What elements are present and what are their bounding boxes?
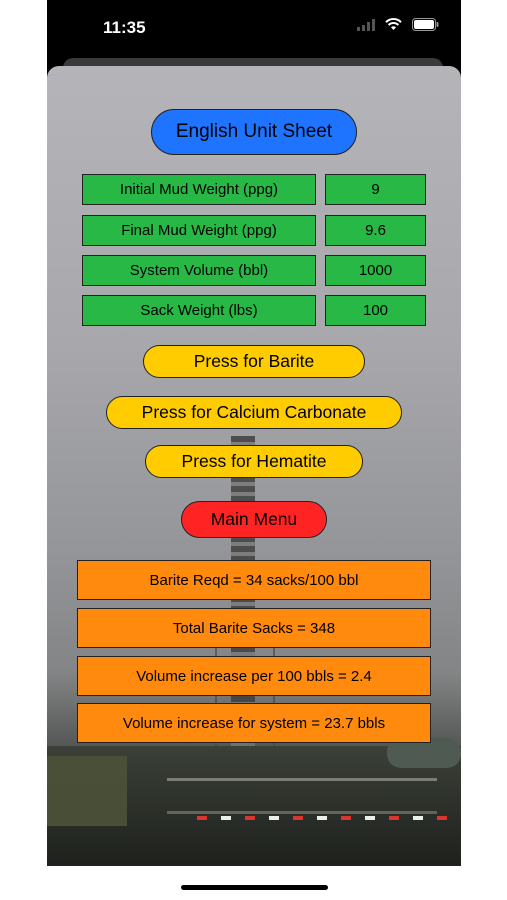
unit-sheet: English Unit Sheet Initial Mud Weight (p… — [47, 66, 461, 866]
home-indicator[interactable] — [181, 885, 328, 890]
result-total-sacks: Total Barite Sacks = 348 — [77, 608, 431, 648]
tank-background — [387, 738, 461, 768]
main-menu-button[interactable]: Main Menu — [181, 501, 327, 538]
sack-weight-label: Sack Weight (lbs) — [82, 295, 316, 326]
calcium-carbonate-button[interactable]: Press for Calcium Carbonate — [106, 396, 402, 429]
result-barite-reqd: Barite Reqd = 34 sacks/100 bbl — [77, 560, 431, 600]
system-volume-label: System Volume (bbl) — [82, 255, 316, 286]
final-mud-weight-field[interactable]: 9.6 — [325, 215, 426, 246]
hematite-button[interactable]: Press for Hematite — [145, 445, 363, 478]
result-volume-per-100: Volume increase per 100 bbls = 2.4 — [77, 656, 431, 696]
signal-icon — [357, 18, 375, 31]
lights-background — [197, 816, 447, 820]
system-volume-field[interactable]: 1000 — [325, 255, 426, 286]
initial-mud-weight-field[interactable]: 9 — [325, 174, 426, 205]
status-icons — [357, 18, 439, 31]
final-mud-weight-label: Final Mud Weight (ppg) — [82, 215, 316, 246]
status-time: 11:35 — [103, 18, 146, 37]
railing-background — [167, 778, 437, 814]
app-frame: 11:35 English Unit Sheet Initial Mud Wei… — [47, 0, 461, 866]
result-volume-system: Volume increase for system = 23.7 bbls — [77, 703, 431, 743]
battery-icon — [412, 18, 439, 31]
barite-button[interactable]: Press for Barite — [143, 345, 365, 378]
english-unit-sheet-button[interactable]: English Unit Sheet — [151, 109, 357, 155]
initial-mud-weight-label: Initial Mud Weight (ppg) — [82, 174, 316, 205]
wifi-icon — [385, 18, 402, 30]
sack-weight-field[interactable]: 100 — [325, 295, 426, 326]
truck-background — [47, 756, 127, 826]
